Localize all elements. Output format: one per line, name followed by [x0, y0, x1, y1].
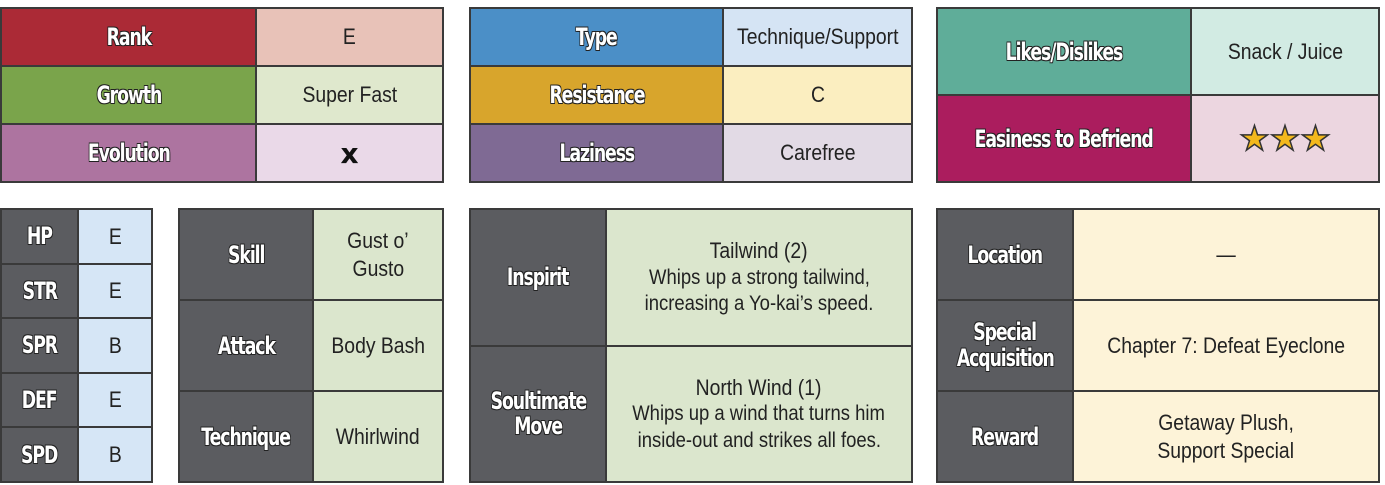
likes-value: Snack / Juice — [1227, 38, 1343, 64]
special-acquisition-value: Chapter 7: Defeat Eyeclone — [1107, 332, 1345, 358]
attack-value-cell: Body Bash — [314, 301, 442, 390]
inspirit-header: Inspirit — [471, 210, 605, 345]
no-evolution-x-icon: x — [340, 136, 359, 170]
skill-value-line1: Gust o’ — [347, 228, 409, 253]
stat-value-def: E — [79, 373, 151, 427]
special-moves-table: Inspirit Tailwind (2) Whips up a strong … — [469, 208, 913, 483]
rank-value: E — [343, 24, 356, 50]
resistance-value-cell: C — [724, 67, 911, 123]
laziness-header: Laziness — [471, 125, 722, 181]
reward-header: Reward — [938, 392, 1072, 481]
attack-value: Body Bash — [331, 332, 425, 358]
type-table: Type Technique/Support Resistance C Lazi… — [469, 7, 913, 183]
easiness-header: Easiness to Befriend — [938, 96, 1190, 181]
soultimate-title: North Wind (1) — [696, 374, 822, 400]
type-value: Technique/Support — [736, 24, 899, 50]
soultimate-desc-line1: Whips up a wind that turns him — [632, 402, 886, 426]
stat-value-spr: B — [79, 319, 151, 372]
easiness-value-cell: ★★★ — [1192, 96, 1378, 181]
resistance-header: Resistance — [471, 67, 722, 123]
soultimate-value-cell: North Wind (1) Whips up a wind that turn… — [607, 346, 911, 481]
moves-table: Skill Gust o’ Gusto Attack Body Bash Tec… — [178, 208, 444, 483]
inspirit-desc-line2: increasing a Yo-kai’s speed. — [644, 292, 874, 315]
inspirit-value-cell: Tailwind (2) Whips up a strong tailwind,… — [607, 210, 911, 345]
technique-value: Whirlwind — [336, 423, 420, 449]
evolution-value-cell: x — [257, 125, 442, 181]
skill-value-line2: Gusto — [352, 255, 404, 281]
special-acquisition-header: Special Acquisition — [938, 301, 1072, 390]
location-value-cell: — — [1074, 210, 1378, 299]
inspirit-title: Tailwind (2) — [710, 238, 808, 264]
location-value: — — [1216, 241, 1236, 267]
growth-value: Super Fast — [302, 82, 397, 108]
rank-value-cell: E — [257, 9, 442, 65]
reward-value-line2: Support Special — [1157, 437, 1295, 463]
likes-header: Likes/Dislikes — [938, 9, 1190, 94]
likes-value-cell: Snack / Juice — [1192, 9, 1378, 94]
rank-header: Rank — [2, 9, 255, 65]
laziness-value: Carefree — [779, 140, 856, 166]
growth-header: Growth — [2, 67, 255, 123]
technique-header: Technique — [180, 392, 312, 481]
stat-value-str: E — [79, 264, 151, 318]
profile-table: Rank E Growth Super Fast Evolution x — [0, 7, 444, 183]
reward-value-line1: Getaway Plush, — [1158, 410, 1294, 435]
stat-value-spd: B — [79, 428, 151, 481]
attack-header: Attack — [180, 301, 312, 390]
stat-label-spd: SPD — [2, 428, 77, 481]
stat-value-hp: E — [79, 210, 151, 263]
technique-value-cell: Whirlwind — [314, 392, 442, 481]
stat-label-def: DEF — [2, 373, 77, 427]
soultimate-header: Soultimate Move — [471, 346, 605, 481]
growth-value-cell: Super Fast — [257, 67, 442, 123]
location-header: Location — [938, 210, 1072, 299]
likes-table: Likes/Dislikes Snack / Juice Easiness to… — [936, 7, 1380, 183]
type-header: Type — [471, 9, 722, 65]
rating-stars-icon: ★★★ — [1239, 119, 1332, 159]
resistance-value: C — [810, 82, 825, 108]
reward-value-cell: Getaway Plush, Support Special — [1074, 392, 1378, 481]
soultimate-desc-line2: inside-out and strikes all foes. — [637, 428, 881, 452]
stat-label-hp: HP — [2, 210, 77, 263]
inspirit-desc-line1: Whips up a strong tailwind, — [648, 265, 870, 289]
skill-header: Skill — [180, 210, 312, 299]
type-value-cell: Technique/Support — [724, 9, 911, 65]
skill-value-cell: Gust o’ Gusto — [314, 210, 442, 299]
stat-label-spr: SPR — [2, 319, 77, 372]
special-acquisition-value-cell: Chapter 7: Defeat Eyeclone — [1074, 301, 1378, 390]
stats-table: HP E STR E SPR B DEF E SPD B — [0, 208, 153, 483]
stat-label-str: STR — [2, 264, 77, 318]
laziness-value-cell: Carefree — [724, 125, 911, 181]
acquisition-table: Location — Special Acquisition Chapter 7… — [936, 208, 1380, 483]
evolution-header: Evolution — [2, 125, 255, 181]
